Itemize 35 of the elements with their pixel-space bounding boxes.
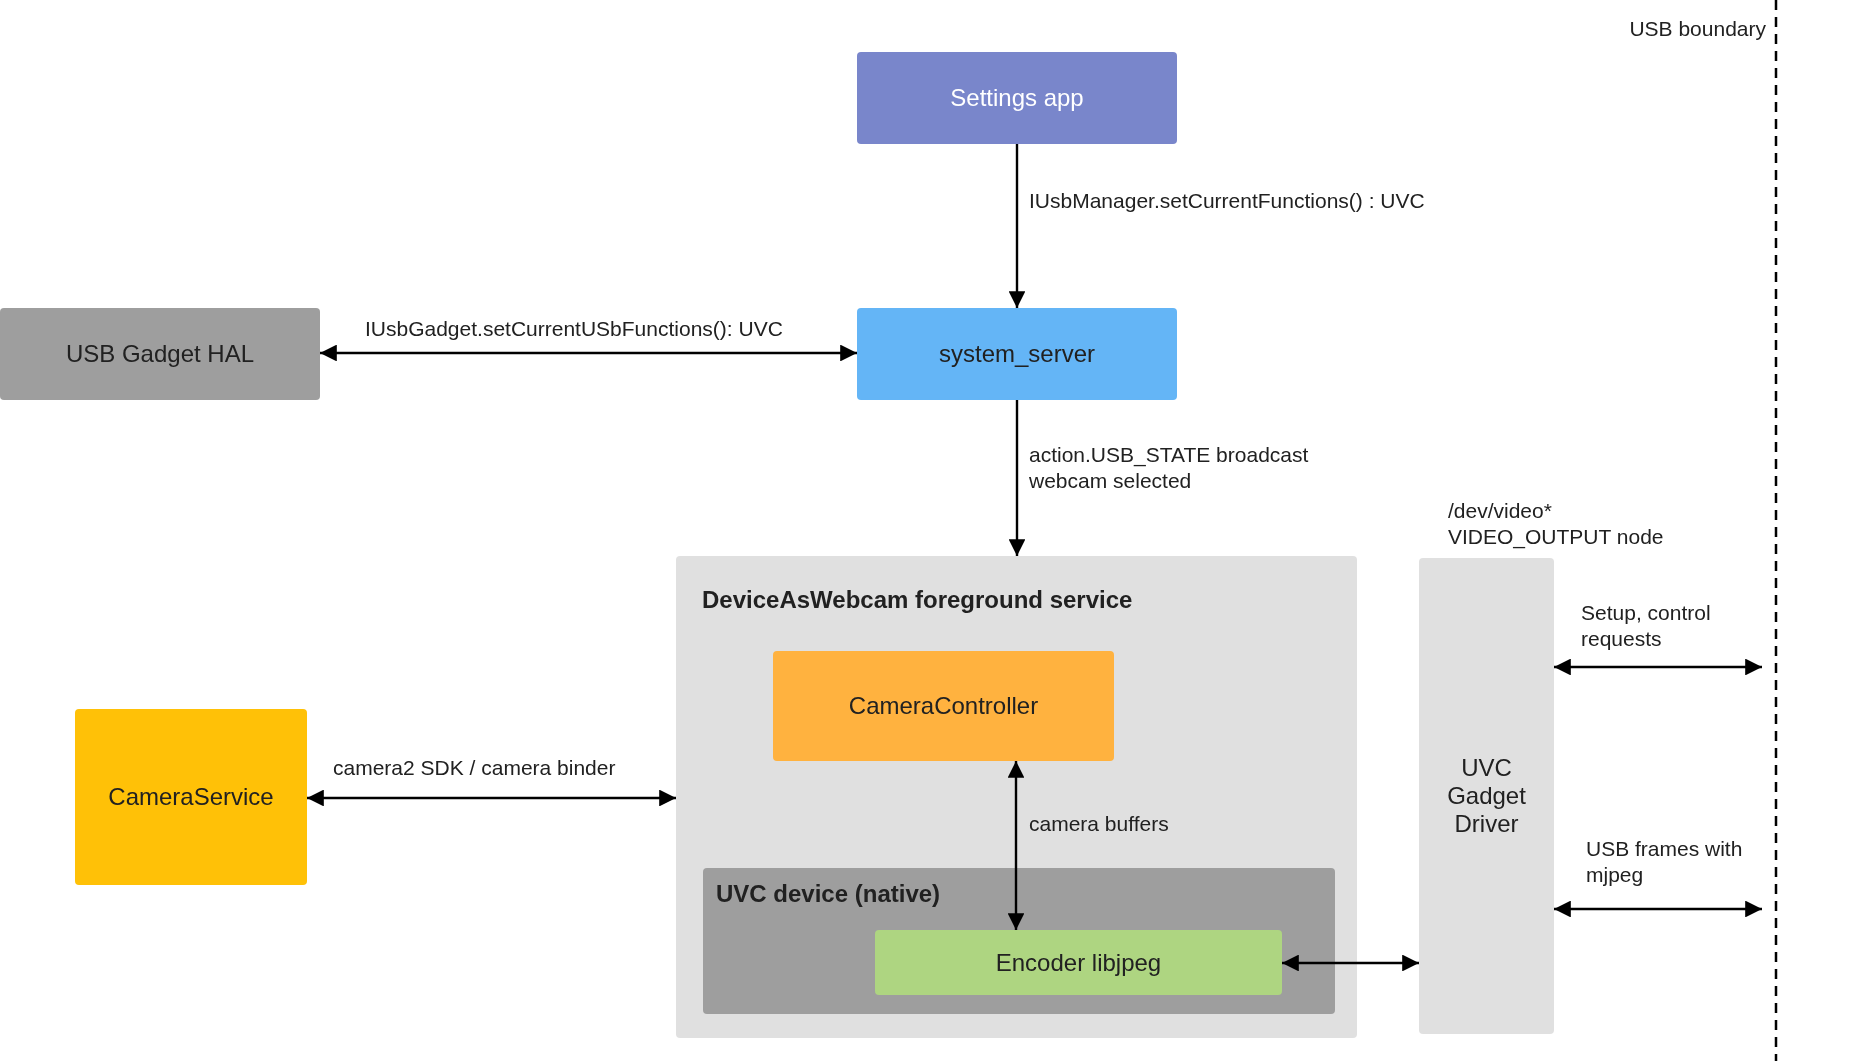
box-label: Encoder libjpeg <box>995 948 1162 977</box>
box-label: system_server <box>938 340 1095 368</box>
box-label: CameraController <box>848 692 1039 720</box>
process-box <box>75 709 307 885</box>
container-heading: UVC device (native) <box>716 880 941 908</box>
process-box <box>0 308 320 400</box>
process-box <box>857 52 1177 144</box>
service-container <box>676 556 1357 1038</box>
box-label: USB Gadget HAL <box>65 340 255 368</box>
arrow <box>1007 761 1025 930</box>
edge-label: IUsbManager.setCurrentFunctions() : UVC <box>1029 188 1425 214</box>
edge-label: IUsbGadget.setCurrentUSbFunctions(): UVC <box>365 316 783 342</box>
arrow <box>320 344 857 362</box>
process-box <box>773 651 1114 761</box>
edge-label: action.USB_STATE broadcast webcam selected <box>1029 442 1310 495</box>
box-label: Settings app <box>950 84 1084 112</box>
container-heading: DeviceAsWebcam foreground service <box>702 586 1133 614</box>
process-box <box>857 308 1177 400</box>
process-box <box>1419 558 1554 1034</box>
boundary-label: USB boundary <box>1628 16 1766 42</box>
process-box <box>875 930 1282 995</box>
arrow <box>1008 144 1026 308</box>
edge-label: Setup, control requests <box>1581 600 1712 653</box>
box-label: CameraService <box>108 783 274 811</box>
edge-label: camera buffers <box>1029 811 1169 837</box>
arrow <box>1554 900 1762 918</box>
node-caption: /dev/video* VIDEO_OUTPUT node <box>1448 498 1665 551</box>
arrow <box>1554 658 1762 676</box>
native-device-panel <box>703 868 1335 1014</box>
edge-label: USB frames with mjpeg <box>1586 836 1744 889</box>
box-label: UVC Gadget Driver <box>1446 754 1527 838</box>
arrow <box>1008 400 1026 556</box>
arrow <box>307 789 676 807</box>
edge-label: camera2 SDK / camera binder <box>333 755 616 781</box>
arrow <box>1282 954 1419 972</box>
